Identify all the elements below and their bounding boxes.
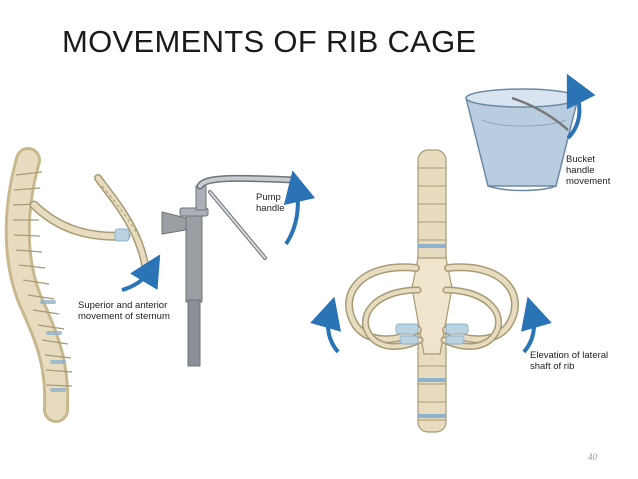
pump-label-line-2: handle: [256, 203, 285, 214]
sternum-movement-label: Superior and anterior movement of sternu…: [78, 300, 170, 322]
bucket-label-line-1: Bucket: [566, 154, 596, 165]
lateral-sternum: [94, 174, 150, 276]
pump-label-line-1: Pump: [256, 192, 281, 203]
slide-title: MOVEMENTS OF RIB CAGE: [62, 24, 477, 59]
lateral-elevation-label: Elevation of lateral shaft of rib: [530, 350, 608, 372]
bucket-handle-label: Bucket handle movement: [566, 154, 610, 187]
pump-handle-arrow: [283, 170, 316, 246]
pump-handle-label: Pump handle: [256, 192, 285, 214]
bucket-label-line-3: movement: [566, 176, 611, 187]
bucket: [465, 88, 579, 192]
lateral-label-line-1: Elevation of lateral: [530, 350, 609, 361]
left-rib-elevation-arrow: [310, 296, 341, 354]
lateral-spine: [4, 147, 73, 423]
lateral-label-line-2: shaft of rib: [530, 361, 575, 372]
sternum-arrow: [121, 254, 161, 292]
bucket-label-line-2: handle: [566, 165, 595, 176]
bucket-handle-arrow: [566, 73, 596, 140]
pump: [161, 174, 300, 367]
frontal-ribs: [345, 263, 519, 350]
right-rib-elevation-arrow: [521, 296, 552, 354]
page-number: 40: [588, 452, 597, 462]
costal-cartilage: [395, 323, 469, 345]
sternum-label-line-2: movement of sternum: [78, 311, 170, 322]
sternum-label-line-1: Superior and anterior: [78, 300, 168, 311]
lateral-rib: [29, 200, 131, 242]
